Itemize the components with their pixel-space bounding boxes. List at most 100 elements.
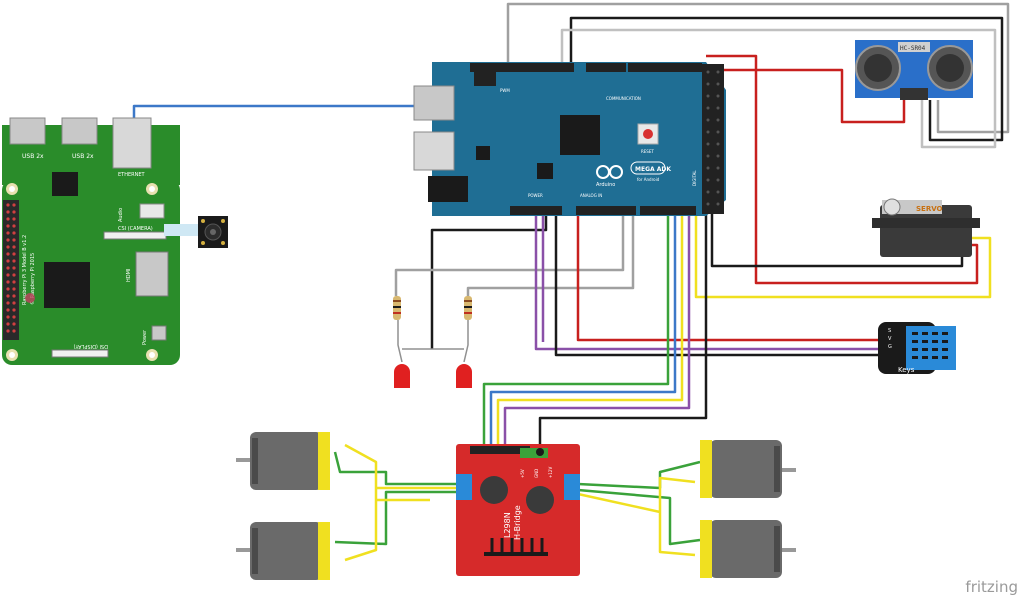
h-bridge-12v-label: +12V <box>548 467 553 478</box>
camera-ribbon <box>164 224 200 236</box>
arduino-usb-port <box>413 85 455 121</box>
h-bridge-board <box>456 444 580 576</box>
arduino-small-chip <box>476 146 490 160</box>
ultrasonic-label: HC-SR04 <box>900 45 926 52</box>
wire-blue-ctrl <box>489 213 677 450</box>
h-bridge-terminal-left <box>456 474 472 500</box>
analog-label: ANALOG IN <box>580 193 602 198</box>
wire-purple-dht <box>534 213 878 351</box>
camera-module <box>164 216 228 248</box>
wire-purple-ctrl <box>503 213 691 450</box>
dht-label: Keys <box>898 366 915 374</box>
motor-top-right <box>700 440 796 498</box>
led-2 <box>456 364 472 388</box>
h-bridge-gnd-label: GND <box>534 469 539 478</box>
reset-label: RESET <box>641 149 654 154</box>
h-bridge: L298N H-Bridge +5V GND +12V <box>456 444 580 576</box>
arduino-mega: RESET Arduino MEGA ADK for Android COMMU… <box>413 62 726 216</box>
audio-label: Audio <box>118 208 124 222</box>
wire-yellow-ctrl <box>496 213 684 450</box>
arduino-logo-icon <box>596 165 623 179</box>
h-bridge-terminal-right <box>564 474 580 500</box>
wire-motor-l-green <box>333 451 462 486</box>
arduino-main-chip <box>560 115 600 155</box>
servo-motor: SERVO <box>872 198 980 257</box>
wire-motor-r-green <box>577 460 701 490</box>
gpio-header <box>3 200 19 340</box>
ethernet-port <box>112 117 152 169</box>
communication-label: COMMUNICATION <box>606 96 641 101</box>
h-bridge-title-1: L298N <box>503 512 512 538</box>
wire-green-ctrl <box>482 213 670 450</box>
camera-connector <box>103 231 167 240</box>
wire-red-servo <box>706 54 979 285</box>
raspberry-logo-icon <box>25 293 35 303</box>
wire-gray-res1 <box>394 213 625 296</box>
servo-label: SERVO <box>916 205 943 213</box>
arduino-brand-label: Arduino <box>596 182 615 188</box>
dht-pin-v: V <box>888 336 892 342</box>
h-bridge-capacitor-2 <box>526 486 554 514</box>
wire-gray-top-2 <box>560 28 997 149</box>
audio-jack <box>139 203 165 219</box>
wires <box>132 2 1010 562</box>
wire-motor-l-yellow <box>344 443 462 562</box>
servo-horn-icon <box>883 198 901 216</box>
dht-pin-g: G <box>888 344 892 350</box>
pi-model-text: Raspberry Pi 3 Model B v1.2 <box>22 235 28 305</box>
leds <box>394 364 472 388</box>
display-connector <box>51 349 109 358</box>
pi-small-chip <box>52 172 78 196</box>
pi-board <box>2 180 180 365</box>
led-1 <box>394 364 410 388</box>
power-header-label: POWER <box>528 193 543 198</box>
dht-sensor: S V G Keys <box>878 322 956 374</box>
usb-port-1 <box>9 117 46 145</box>
usb-label-1: USB 2x <box>22 153 44 160</box>
reset-button-cap[interactable] <box>643 129 653 139</box>
resistors <box>393 296 472 320</box>
motor-bottom-right <box>700 520 796 578</box>
hdmi-port <box>135 251 169 297</box>
motor-top-left <box>236 432 330 490</box>
camera-label: CSI (CAMERA) <box>118 226 153 232</box>
arduino-power-jack <box>428 176 468 202</box>
wire-black-gnd <box>538 200 708 450</box>
dc-motors <box>236 432 796 580</box>
wire-motor-r-yellow <box>577 476 696 557</box>
digital-label: DIGITAL <box>692 170 697 186</box>
ethernet-label: ETHERNET <box>118 172 146 178</box>
wire-led-legs <box>397 320 469 363</box>
display-label: DSI (DISPLAY) <box>73 343 108 349</box>
pi-copyright-text: © Raspberry Pi 2015 <box>29 253 36 305</box>
wire-red-dht <box>576 213 878 342</box>
arduino-model-label: MEGA ADK <box>635 166 671 173</box>
wire-black-led <box>430 213 548 349</box>
usb-port-2 <box>61 117 98 145</box>
arduino-chip-3 <box>537 163 553 179</box>
wire-black-top <box>569 16 1004 142</box>
h-bridge-capacitor-1 <box>480 476 508 504</box>
arduino-sub-label: for Android <box>637 177 660 182</box>
pwm-label: PWM <box>500 88 510 93</box>
pi-soc-chip <box>44 262 90 308</box>
power-label: Power <box>142 329 148 345</box>
ultrasonic-sensor: HC-SR04 <box>855 40 973 100</box>
usb-label-2: USB 2x <box>72 153 94 160</box>
wire-blue-ethernet <box>132 104 415 118</box>
power-port <box>151 325 167 341</box>
wire-motor-r-green2 <box>577 488 701 546</box>
motor-bottom-left <box>236 522 330 580</box>
wire-red-ultrasonic <box>706 68 906 124</box>
wire-yellow-servo <box>694 196 992 299</box>
dht-pin-s: S <box>888 328 891 334</box>
arduino-usb-port-2 <box>413 131 455 171</box>
wire-gray-res2 <box>466 213 635 296</box>
wire-black-dht <box>554 213 878 357</box>
wire-motor-l-green2 <box>334 490 462 546</box>
fritzing-watermark: fritzing <box>965 578 1018 596</box>
raspberry-pi: USB 2x USB 2x ETHERNET <box>2 117 180 365</box>
h-bridge-title-2: H-Bridge <box>513 505 522 540</box>
h-bridge-5v-label: +5V <box>520 469 525 478</box>
